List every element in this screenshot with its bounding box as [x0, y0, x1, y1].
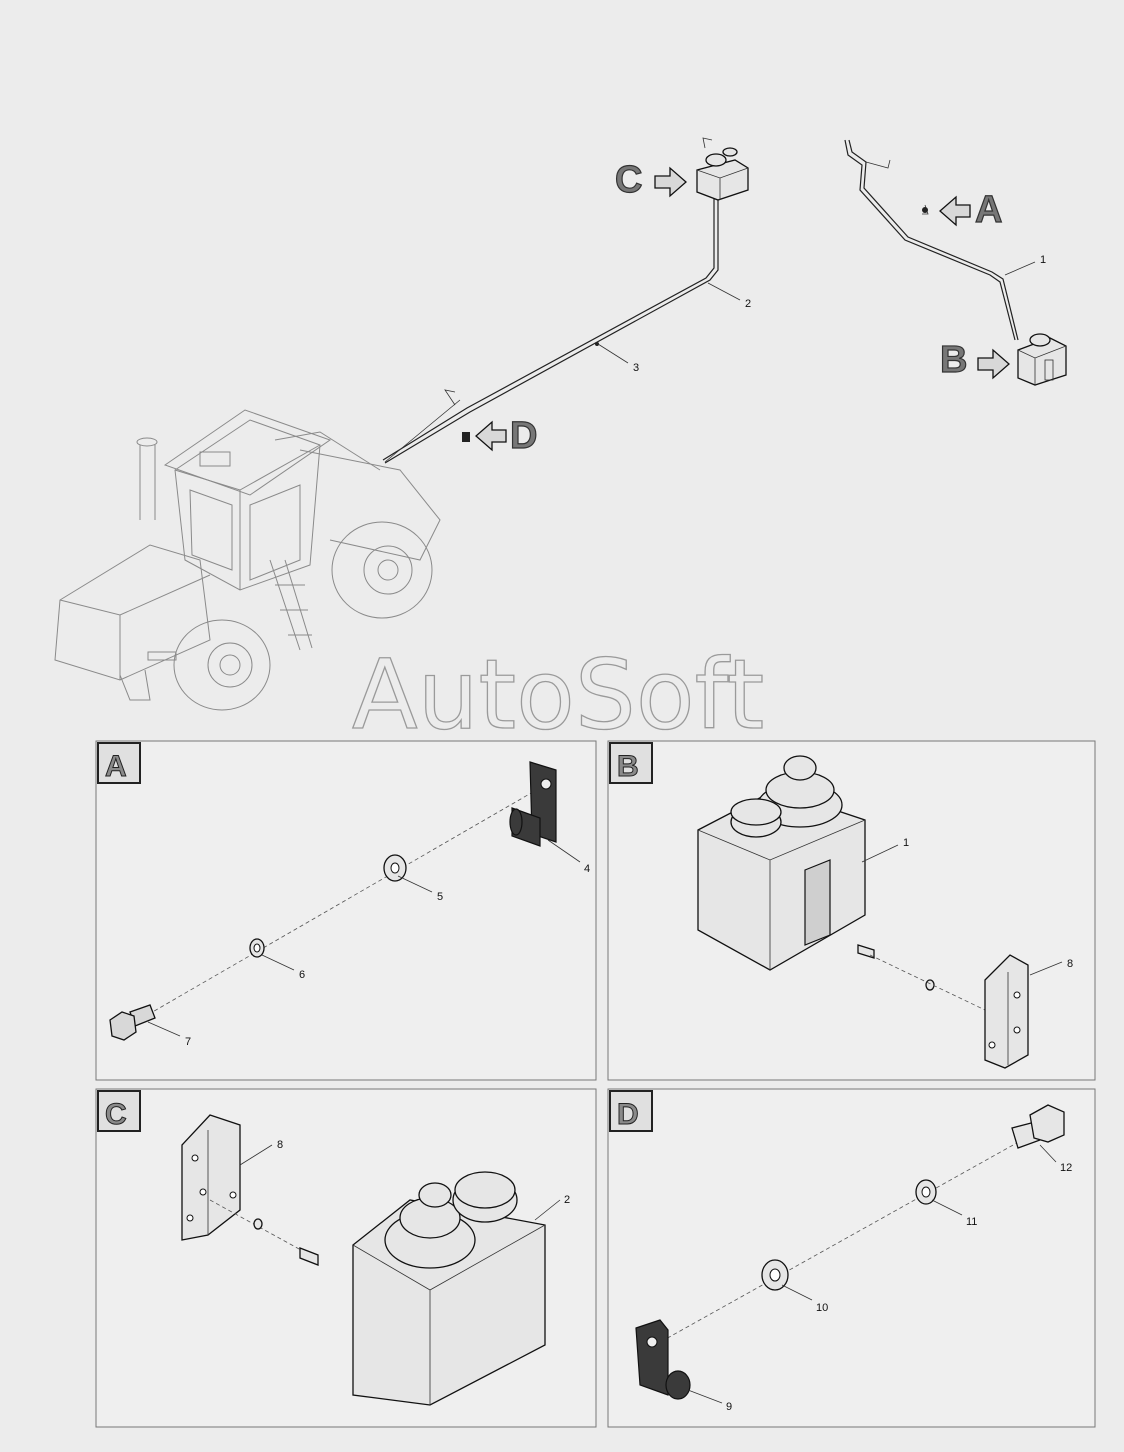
overview-callout-3: 3 [597, 343, 639, 374]
svg-text:10: 10 [816, 1302, 828, 1314]
panel-d: D 12 11 10 9 [607, 1088, 1096, 1428]
overview-callout-2: 2 [707, 282, 751, 310]
svg-text:6: 6 [299, 969, 305, 981]
callout-d-11: 11 [931, 1199, 977, 1228]
svg-text:B: B [940, 339, 967, 381]
view-letter-d: D [462, 414, 538, 458]
svg-text:A: A [105, 750, 127, 783]
view-letter-c: C [614, 158, 687, 202]
callout-b-1: 1 [861, 837, 909, 863]
hose-assembly-1 [844, 139, 1019, 341]
svg-text:8: 8 [1067, 958, 1073, 970]
callout-c-8: 8 [239, 1139, 283, 1166]
svg-text:C: C [105, 1098, 127, 1131]
callout-c-2: 2 [534, 1194, 570, 1221]
svg-text:8: 8 [277, 1139, 283, 1151]
callout-a-6: 6 [261, 954, 305, 981]
callout-d-9: 9 [687, 1389, 732, 1413]
callout-a-4: 4 [547, 839, 590, 875]
svg-text:2: 2 [564, 1194, 570, 1206]
callout-a-5: 5 [397, 875, 443, 903]
svg-text:12: 12 [1060, 1162, 1072, 1174]
view-letter-a: A [939, 188, 1003, 232]
washer-tank-b-overview [1017, 333, 1067, 386]
panel-a: A 4 5 6 7 [95, 740, 597, 1081]
svg-text:B: B [617, 750, 639, 783]
svg-text:3: 3 [633, 362, 639, 374]
overview-callout-1: 1 [1004, 254, 1046, 276]
panel-b: B 1 8 [607, 740, 1096, 1081]
callout-a-7: 7 [147, 1021, 191, 1048]
svg-text:C: C [615, 159, 642, 201]
svg-text:9: 9 [726, 1401, 732, 1413]
washer-tank-c-overview [696, 137, 749, 201]
hose-assembly-2 [382, 198, 719, 464]
callout-d-12: 12 [1039, 1144, 1072, 1174]
svg-text:1: 1 [903, 837, 909, 849]
svg-text:4: 4 [584, 863, 590, 875]
view-letter-b: B [922, 207, 1010, 382]
svg-text:2: 2 [745, 298, 751, 310]
svg-text:1: 1 [1040, 254, 1046, 266]
panel-c: C 8 2 [95, 1088, 597, 1428]
svg-text:A: A [975, 189, 1002, 231]
tractor-illustration [54, 409, 441, 711]
svg-text:D: D [510, 415, 537, 457]
svg-text:11: 11 [966, 1216, 977, 1228]
svg-text:5: 5 [437, 891, 443, 903]
callout-d-10: 10 [781, 1284, 828, 1314]
svg-text:D: D [617, 1098, 639, 1131]
svg-text:7: 7 [185, 1036, 191, 1048]
watermark: AutoSoft [352, 639, 764, 751]
callout-b-8: 8 [1029, 958, 1073, 976]
